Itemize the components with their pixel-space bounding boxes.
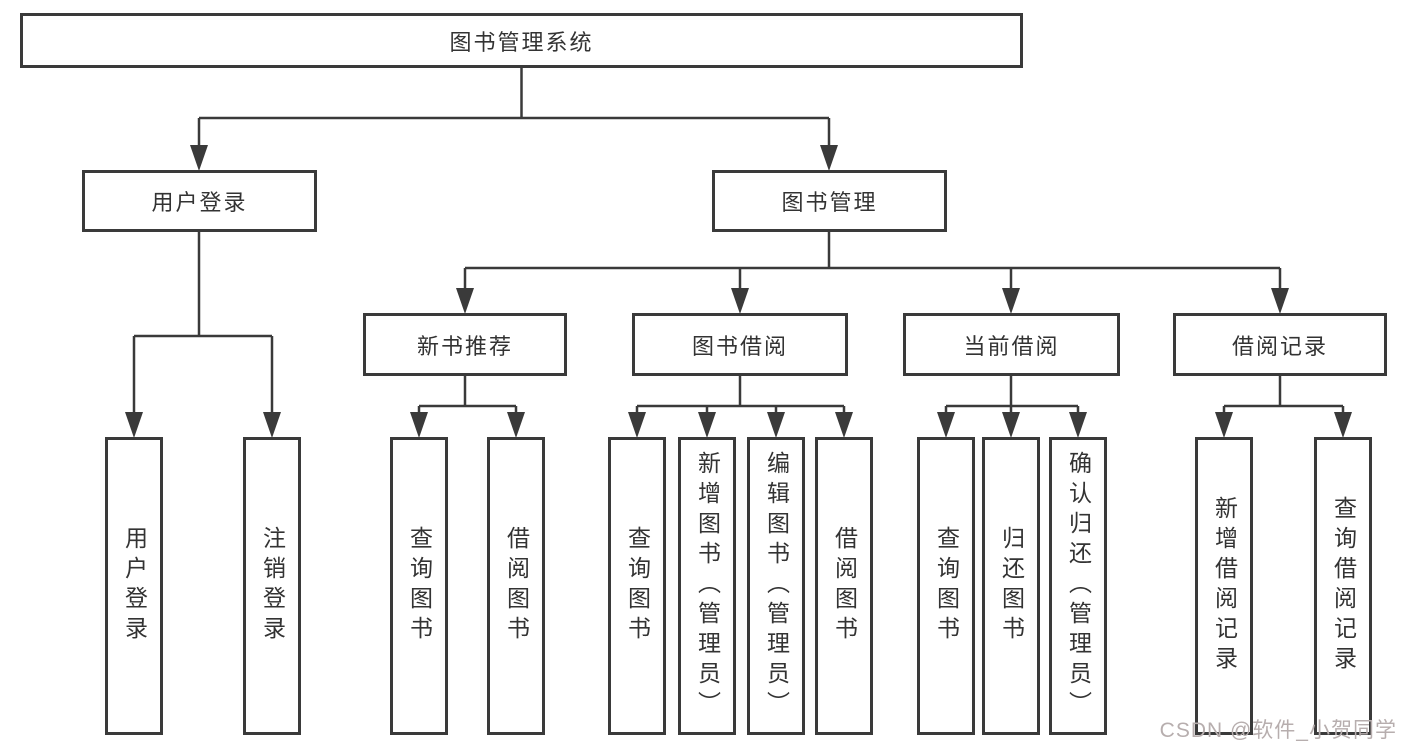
leaf-borrowing-add-books-admin: 新增图书（管理员） bbox=[678, 437, 736, 735]
csdn-watermark: CSDN @软件_小贺同学 bbox=[1159, 719, 1397, 742]
leaf-user-login: 用户登录 bbox=[105, 437, 163, 735]
node-current-borrowing: 当前借阅 bbox=[903, 313, 1120, 376]
edge-borrowrecords-to-leaves bbox=[1222, 374, 1345, 418]
edge-newbooks-to-leaves bbox=[417, 374, 518, 418]
node-new-book-recommend: 新书推荐 bbox=[363, 313, 567, 376]
leaf-records-query-record: 查询借阅记录 bbox=[1314, 437, 1372, 735]
leaf-newbooks-query-books: 查询图书 bbox=[390, 437, 448, 735]
node-book-management: 图书管理 bbox=[712, 170, 947, 232]
leaf-borrowing-borrow-books: 借阅图书 bbox=[815, 437, 873, 735]
leaf-borrowing-edit-books-admin: 编辑图书（管理员） bbox=[747, 437, 805, 735]
node-book-borrowing: 图书借阅 bbox=[632, 313, 848, 376]
leaf-logout: 注销登录 bbox=[243, 437, 301, 735]
edge-bookmgmt-to-level3 bbox=[463, 230, 1282, 294]
leaf-borrowing-query-books: 查询图书 bbox=[608, 437, 666, 735]
leaf-current-return-books: 归还图书 bbox=[982, 437, 1040, 735]
edge-bookborrow-to-leaves bbox=[635, 374, 846, 418]
leaf-records-add-record: 新增借阅记录 bbox=[1195, 437, 1253, 735]
leaf-newbooks-borrow-books: 借阅图书 bbox=[487, 437, 545, 735]
node-borrowing-records: 借阅记录 bbox=[1173, 313, 1387, 376]
edge-userlogin-to-leaves bbox=[132, 230, 274, 418]
leaf-current-query-books: 查询图书 bbox=[917, 437, 975, 735]
edge-currentborrow-to-leaves bbox=[944, 374, 1080, 418]
node-library-system: 图书管理系统 bbox=[20, 13, 1023, 68]
leaf-current-confirm-return-admin: 确认归还（管理员） bbox=[1049, 437, 1107, 735]
node-user-login: 用户登录 bbox=[82, 170, 317, 232]
edge-root-to-level2 bbox=[197, 66, 831, 150]
